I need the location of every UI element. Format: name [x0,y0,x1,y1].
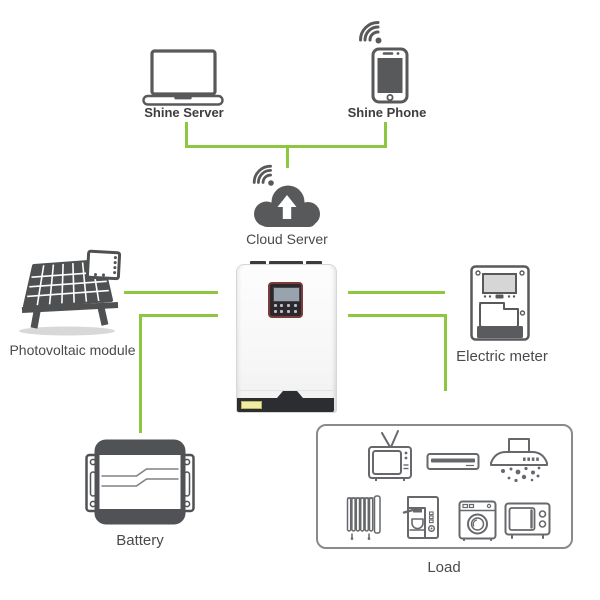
connector-phone-down [384,122,387,148]
soundbar-icon [426,453,480,470]
connector-load-vertical [444,314,447,391]
inverter-mount-tab [269,261,303,265]
connector-battery-vertical [139,314,142,433]
inverter-sticker [241,401,262,409]
photovoltaic-module-label: Photovoltaic module [9,342,136,358]
shine-server-label: Shine Server [144,105,224,120]
cloud-upload-icon [254,185,320,227]
coffee-machine-icon [402,496,439,539]
connector-battery-horizontal [139,314,218,317]
shine-phone-label: Shine Phone [347,105,427,120]
inverter-device [236,261,337,413]
inverter-mount-tab [306,261,322,265]
connector-server-down [185,122,188,148]
solar-panel-icon [19,249,122,336]
battery-label: Battery [116,532,164,549]
inverter-panel-seam [236,390,335,391]
radiator-heater-icon [346,495,381,540]
connector-pv-inverter [124,291,218,294]
connector-inverter-meter [348,291,445,294]
electric-meter-icon [470,265,530,341]
electric-meter-label: Electric meter [456,348,548,365]
inverter-display [268,282,303,318]
inverter-mount-tab [250,261,266,265]
tv-icon [368,430,412,481]
battery-icon [85,439,195,525]
microwave-icon [504,502,551,539]
inverter-buttons [272,303,299,315]
laptop-icon [142,49,224,106]
wifi-icon [359,21,382,44]
range-hood-icon [490,438,548,483]
wifi-icon [252,164,274,186]
connector-to-cloud [286,146,289,168]
cloud-server-label: Cloud Server [246,231,328,247]
smartphone-icon [371,47,409,104]
inverter-lcd-screen [273,287,300,302]
inverter-vent-bump [277,391,303,398]
load-label: Load [427,559,461,576]
connector-load-horizontal [348,314,447,317]
washing-machine-icon [458,500,497,541]
